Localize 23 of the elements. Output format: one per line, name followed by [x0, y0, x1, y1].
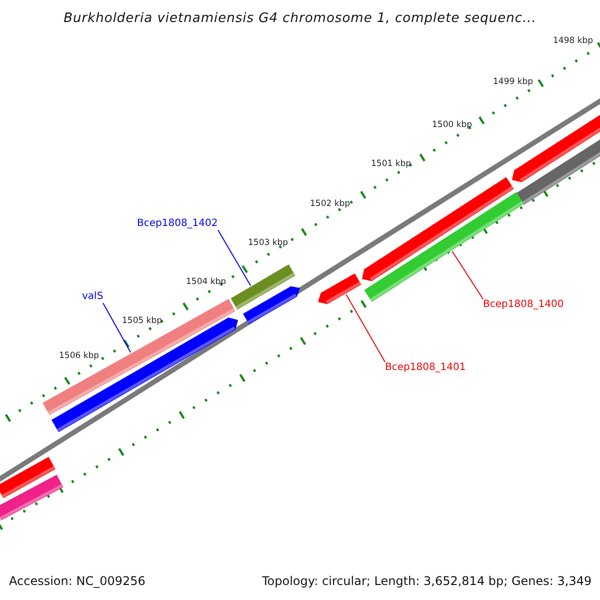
- leader-line: [452, 250, 484, 300]
- gene-label: Bcep1808_1402: [137, 219, 218, 229]
- tick-label: 1499 kbp: [493, 78, 534, 86]
- tick-label: 1505 kbp: [122, 317, 162, 326]
- tick-label: 1498 kbp: [553, 37, 594, 46]
- leader-line: [218, 230, 252, 286]
- gene-feature-bar: [318, 273, 362, 304]
- genome-info-text: Topology: circular; Length: 3,652,814 bp; Genes: 3,349: [262, 575, 592, 587]
- gene-label: valS: [82, 292, 104, 302]
- tick-label: 1506 kbp: [59, 352, 100, 360]
- gene-feature-bar: [230, 264, 296, 310]
- gene-feature-bar: [42, 298, 236, 416]
- gene-label: Bcep1808_1401: [385, 363, 466, 373]
- leader-line: [102, 302, 132, 353]
- tick-label: 1503 kbp: [248, 239, 288, 248]
- diagram-title: Burkholderia vietnamiensis G4 chromosome 1, complete sequenc...: [62, 12, 538, 25]
- tick-label: 1501 kbp: [371, 160, 412, 168]
- leader-line: [346, 294, 386, 362]
- tick-label: 1504 kbp: [186, 278, 226, 286]
- accession-text: Accession: NC_009256: [9, 575, 146, 587]
- gene-label: Bcep1808_1400: [483, 300, 564, 310]
- tick-label: 1502 kbp: [310, 200, 350, 208]
- tick-label: 1500 kbp: [432, 121, 472, 130]
